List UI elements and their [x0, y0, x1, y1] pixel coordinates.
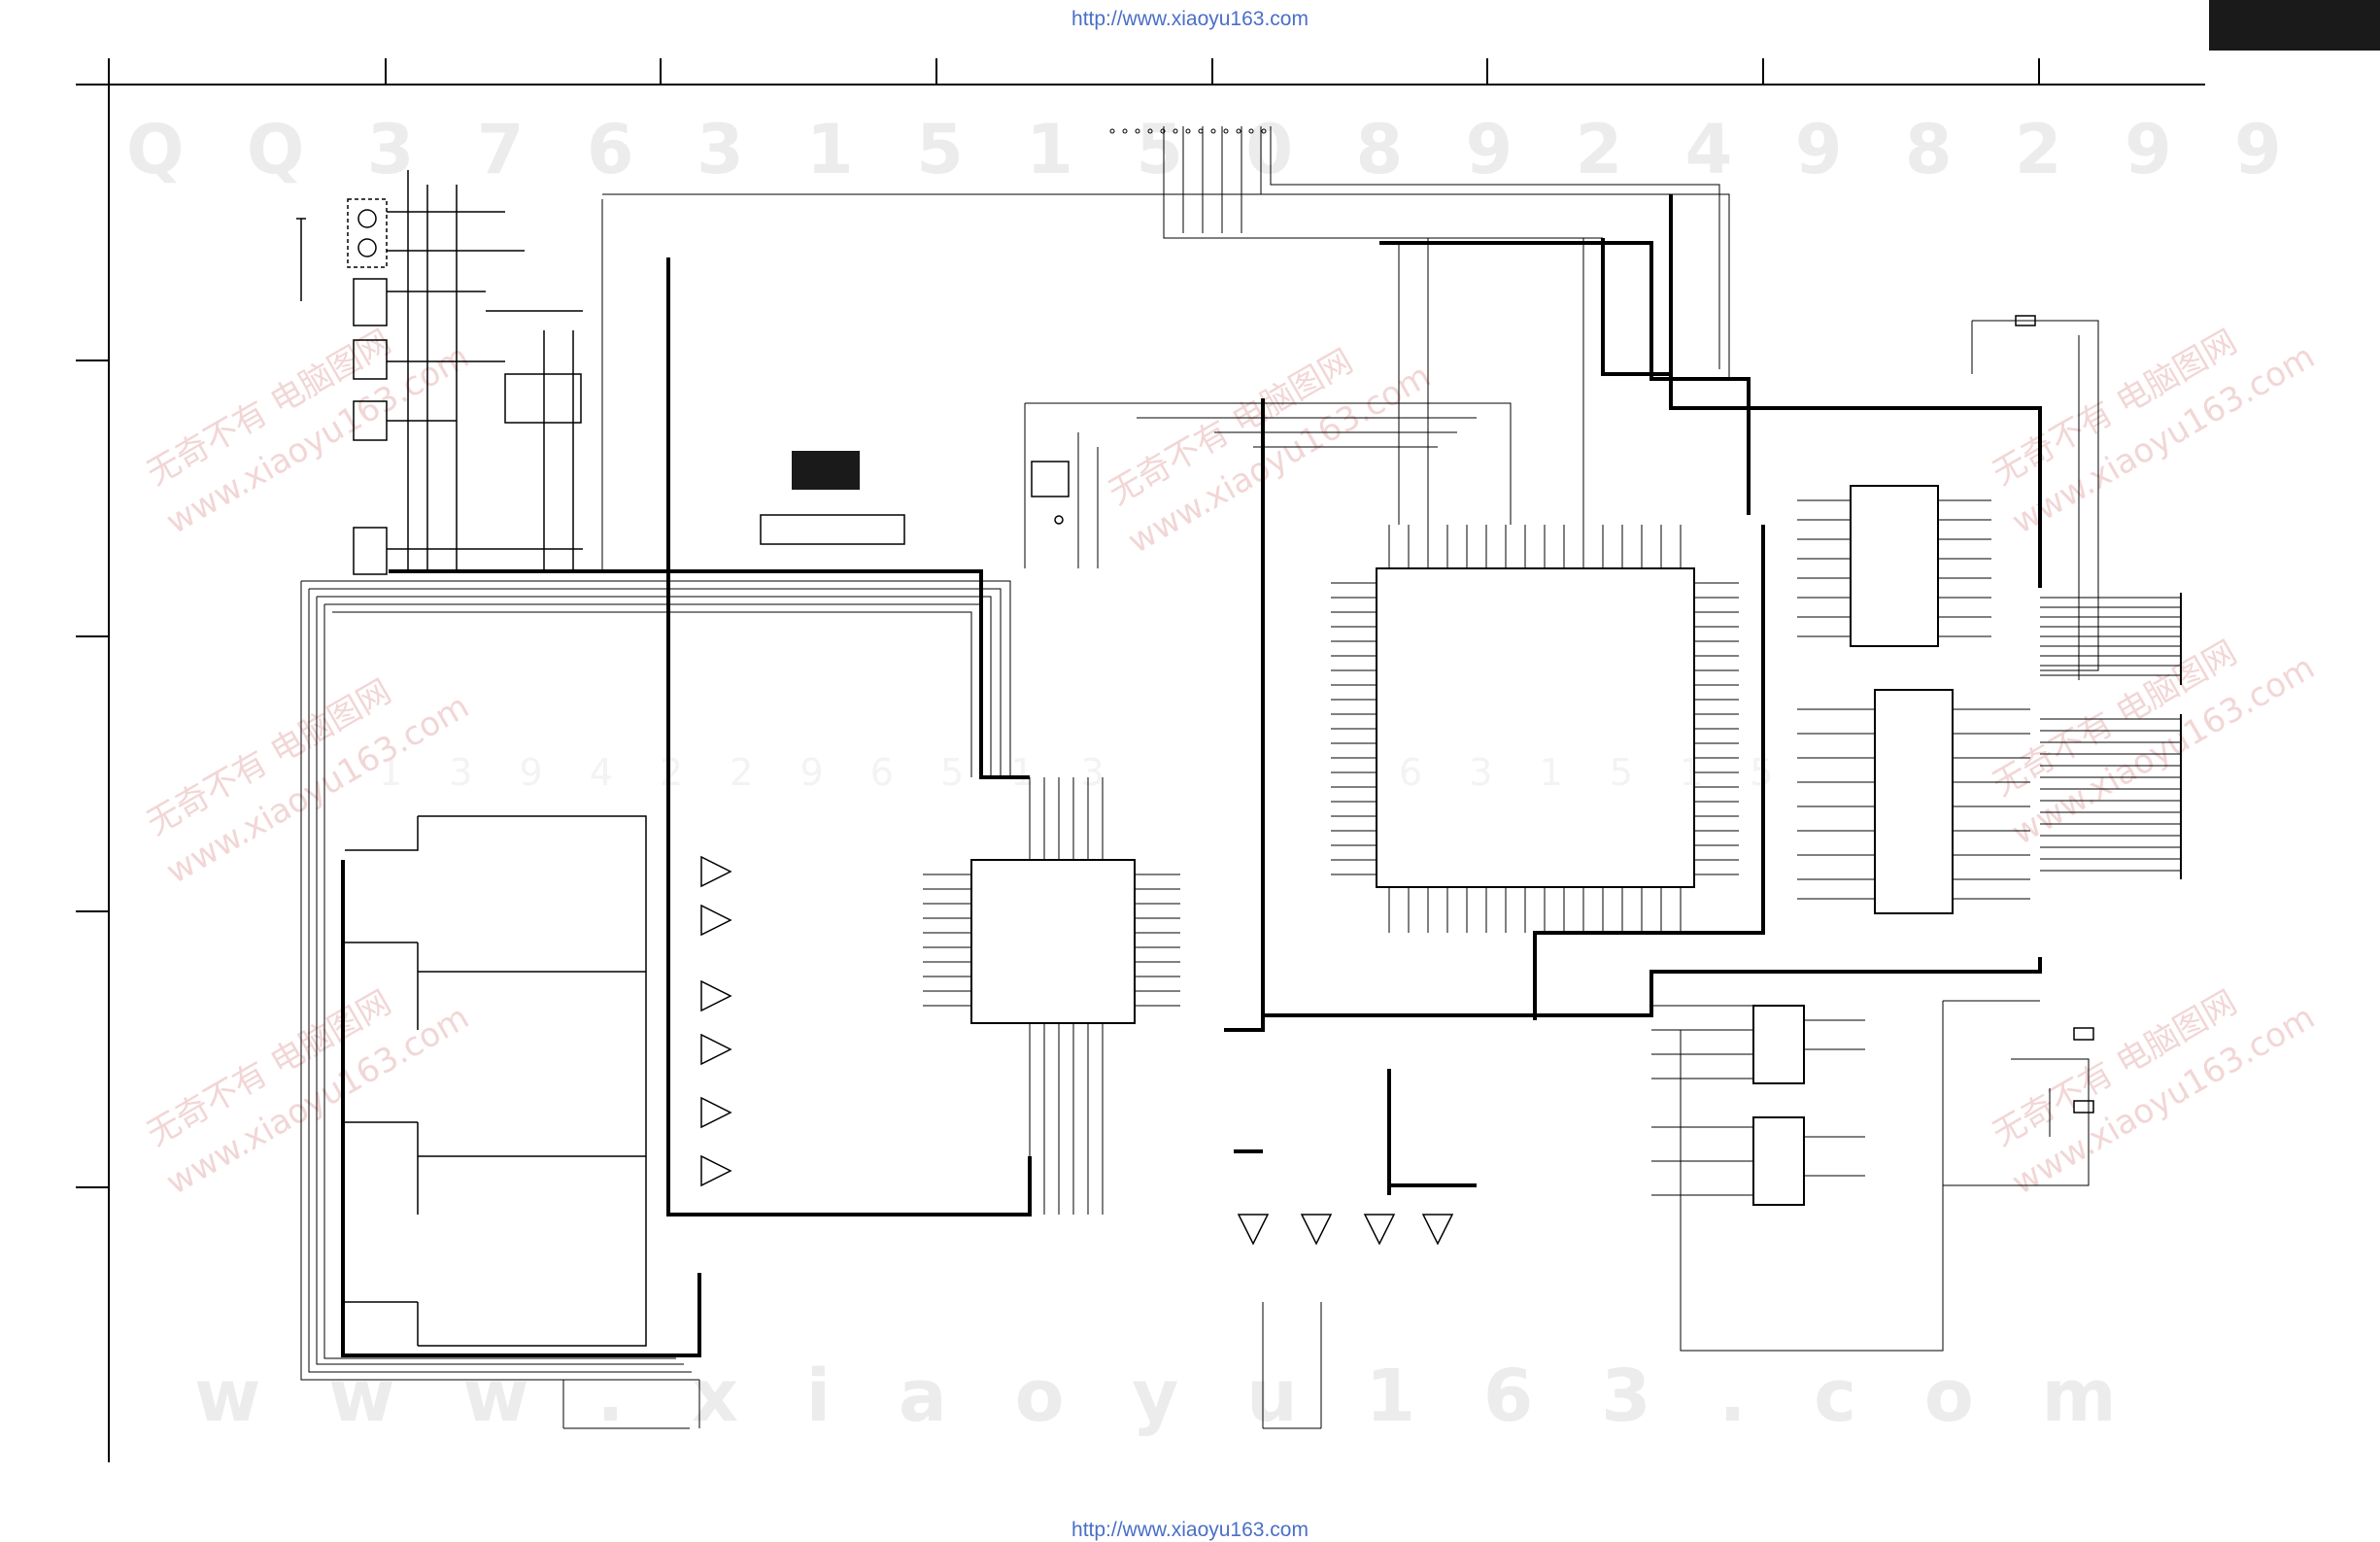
signal-harness [300, 126, 2099, 1429]
memory-ic-upper [1797, 485, 1991, 647]
output-opamps [700, 855, 732, 1187]
dsp-ic [923, 777, 1180, 1215]
page-tab-marker [2209, 0, 2380, 51]
small-components [1031, 315, 2094, 1114]
black-label-block [792, 451, 860, 490]
watermark-bottom: w w w . x i a o y u 1 6 3 . c o m [194, 1354, 2138, 1438]
footer-url[interactable]: http://www.xiaoyu163.com [1071, 1519, 1309, 1541]
output-channel-blocks [345, 815, 647, 1347]
memory-ic-lower [1797, 689, 2030, 914]
small-ic-wiring [1651, 1000, 2040, 1352]
header-url[interactable]: http://www.xiaoyu163.com [1071, 8, 1309, 30]
top-header-pins [1109, 128, 1267, 134]
watermark-mid: 1 3 9 4 2 2 9 6 5 1 3 [379, 751, 1122, 794]
sheet-frame [76, 58, 2205, 1462]
small-ics-bottom-right [1752, 1005, 1805, 1206]
outlined-label-block [760, 514, 905, 545]
right-connector-lower [2040, 714, 2182, 879]
right-connector-upper [2040, 593, 2182, 685]
bottom-opamps [1237, 1214, 1454, 1246]
watermark-qq: Q Q 3 7 6 3 1 5 1 5 0 8 9 2 4 9 8 2 9 9 [126, 110, 2301, 189]
thick-buses [341, 194, 2042, 1357]
input-jacks [296, 170, 583, 575]
main-processor-ic [1331, 525, 1739, 933]
